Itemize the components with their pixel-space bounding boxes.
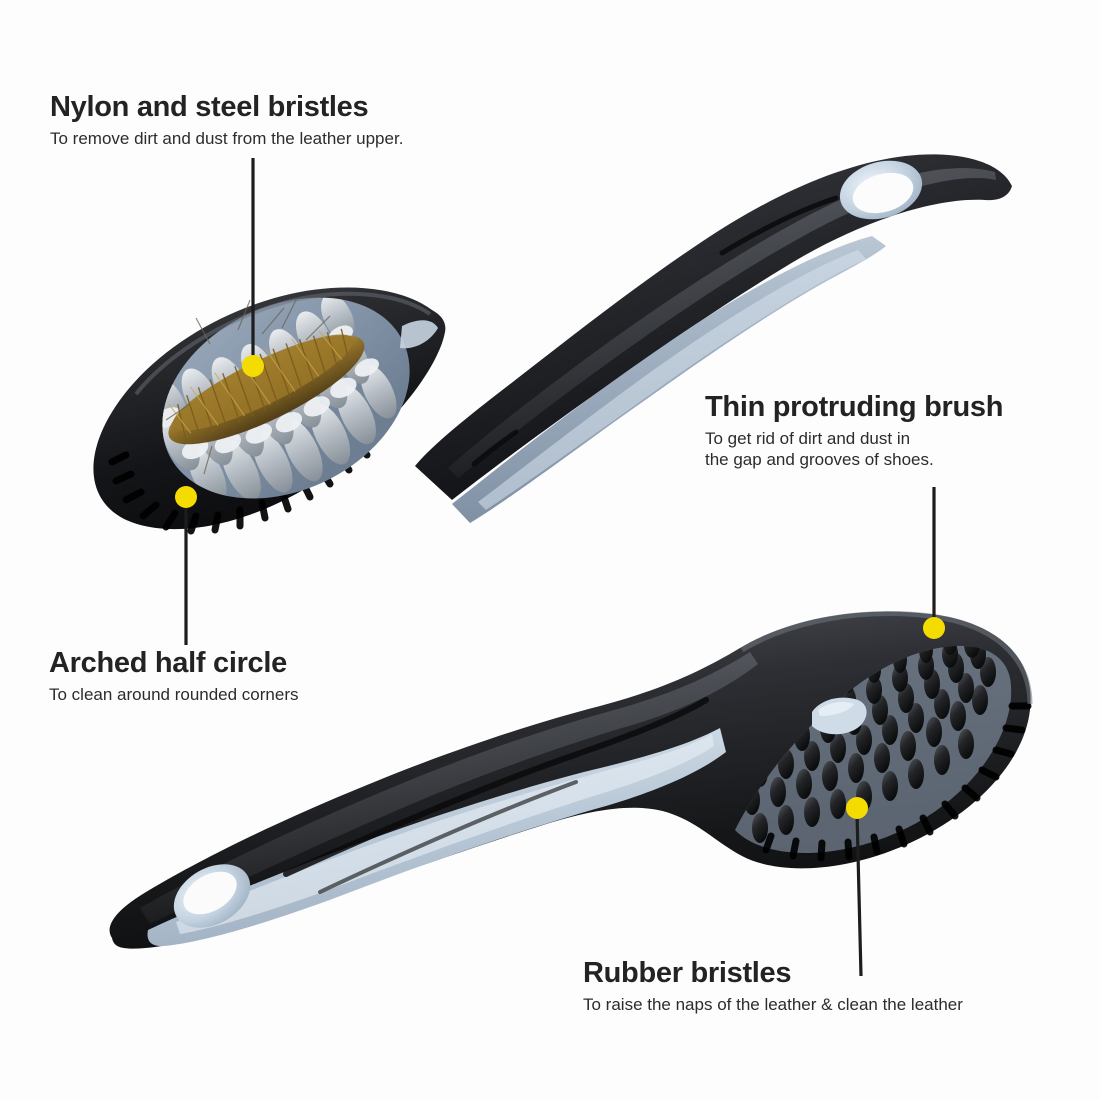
brush-bottom-serrated-edge [762, 702, 1032, 862]
brush-top-grey-inlay-highlight [478, 250, 866, 510]
callout-rubber-title: Rubber bristles [583, 957, 792, 989]
callout-thin-desc-line-1: To get rid of dirt and dust in [705, 428, 911, 448]
callout-nylon-desc-line-1: To remove dirt and dust from the leather… [50, 128, 404, 148]
brush-top-view [93, 154, 1012, 535]
marker-dot-rubber [846, 797, 868, 819]
brush-top-head-rim-highlight [134, 291, 432, 396]
callout-nylon-desc: To remove dirt and dust from the leather… [50, 128, 403, 150]
brush-top-steel-bristles [168, 328, 365, 445]
callout-thin-title: Thin protruding brush [705, 391, 1004, 423]
brush-bottom-grip-groove-2 [318, 780, 578, 894]
marker-dot-arched [175, 486, 197, 508]
brush-bottom-view [109, 611, 1033, 949]
callout-thin-desc-line-2: the gap and grooves of shoes. [705, 450, 934, 470]
callout-arched-desc-line-1: To clean around rounded corners [49, 684, 299, 704]
marker-dot-nylon [242, 355, 264, 377]
brush-top-grip-groove-1 [719, 195, 839, 256]
callout-leader-lines [184, 158, 936, 977]
brush-top-protruding-tab [400, 320, 438, 349]
brush-bottom-protruding-tab-highlight [818, 702, 854, 716]
callout-nylon: Nylon and steel bristles To remove dirt … [50, 92, 403, 149]
callout-rubber-desc-line-1: To raise the naps of the leather & clean… [583, 994, 963, 1014]
callout-rubber: Rubber bristles To raise the naps of the… [583, 958, 963, 1015]
leader-line-rubber [855, 812, 863, 977]
callout-nylon-title: Nylon and steel bristles [50, 91, 369, 123]
callout-thin: Thin protruding brush To get rid of dirt… [705, 392, 1003, 471]
callout-arched: Arched half circle To clean around round… [49, 648, 299, 705]
callout-rubber-desc: To raise the naps of the leather & clean… [583, 994, 963, 1016]
brush-top-grip-groove-2 [471, 429, 519, 467]
callout-thin-desc: To get rid of dirt and dust in the gap a… [705, 428, 1003, 472]
marker-dot-thin [923, 617, 945, 639]
callout-arched-title: Arched half circle [49, 647, 287, 679]
brush-top-stray-filaments [165, 299, 331, 475]
brush-bottom-handle-highlight [140, 652, 758, 924]
brush-bottom-head-rim-highlight [740, 611, 1033, 705]
callout-arched-desc: To clean around rounded corners [49, 684, 299, 706]
brush-top-handle [415, 154, 1012, 500]
brush-bottom-grip-groove-1 [283, 697, 709, 877]
brush-top-hang-hole [839, 160, 923, 220]
brush-bottom-hang-hole [173, 864, 251, 928]
callout-markers [175, 355, 945, 819]
